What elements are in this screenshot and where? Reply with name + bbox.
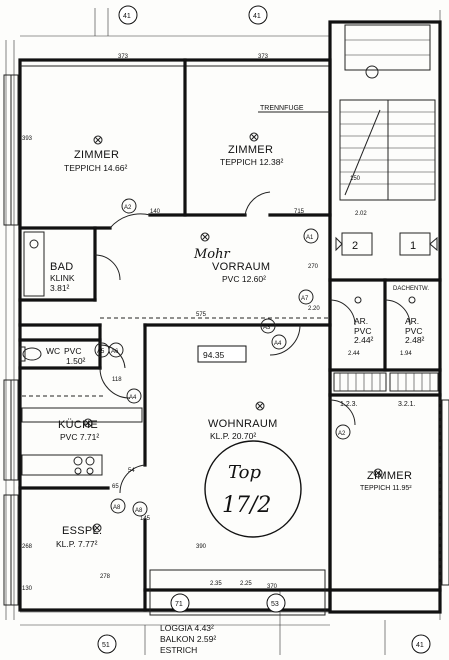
- windows: [3, 74, 449, 606]
- loggia-line2: BALKON 2.59²: [160, 634, 216, 644]
- shaft-hatches: [22, 317, 441, 588]
- stair-box-1: 1: [410, 240, 416, 252]
- zimmer3-name: ZIMMER: [367, 470, 412, 482]
- trennfuge-label: TRENNFUGE: [260, 105, 304, 112]
- marker-label: A6: [111, 349, 119, 355]
- doors: [94, 191, 411, 494]
- dimension-label: 2.44: [348, 351, 360, 357]
- esspl-detail: KL.P. 7.77²: [56, 539, 98, 549]
- dimension-label: 575: [196, 312, 207, 318]
- dachentw-label: DACHENTW.: [393, 286, 429, 292]
- top-line1: Top: [228, 462, 261, 483]
- marker-label: A2: [338, 431, 346, 437]
- ar1-detail1: PVC: [354, 326, 371, 336]
- dimension-label: 370: [267, 584, 278, 590]
- esspl-name: ESSPL.: [62, 525, 102, 537]
- dimension-label: 373: [118, 54, 129, 60]
- wc-name: WC: [46, 346, 60, 356]
- vorraum-detail: PVC 12.60²: [222, 274, 266, 284]
- axis-label: 53: [271, 601, 279, 608]
- zimmer2-detail: TEPPICH 12.38²: [220, 157, 283, 167]
- wc-detail1: PVC: [64, 346, 81, 356]
- dimension-label: 2.20: [308, 306, 320, 312]
- dimension-label: 130: [22, 586, 33, 592]
- ar2-detail2: 2.48²: [405, 335, 425, 345]
- dimension-label: 118: [112, 377, 122, 383]
- dimension-label: 268: [22, 544, 33, 550]
- ar2-name: AR.: [405, 316, 419, 326]
- bad-detail1: KLINK: [50, 273, 75, 283]
- marker-label: A3: [263, 325, 271, 331]
- dimension-label: 2.25: [240, 581, 252, 587]
- staircase: [339, 24, 436, 201]
- marker-label: A1: [306, 235, 314, 241]
- axis-label: 51: [102, 642, 110, 649]
- stair-numbers-left: 1.2.3.: [340, 401, 358, 408]
- ar1-name: AR.: [354, 316, 368, 326]
- dimension-lines: [5, 8, 441, 655]
- top-line2: 17/2: [222, 493, 271, 518]
- bad-name: BAD: [50, 261, 74, 273]
- dimension-label: 393: [22, 136, 33, 142]
- axis-markers: [97, 5, 431, 654]
- walls: [18, 20, 442, 616]
- stair-numbers-right: 3.2.1.: [398, 401, 416, 408]
- level-box: [197, 345, 247, 363]
- dimension-label: 373: [258, 54, 269, 60]
- ar2-detail1: PVC: [405, 326, 422, 336]
- marker-label: A8: [113, 505, 121, 511]
- stair-boxes: [335, 232, 438, 256]
- zimmer1-name: ZIMMER: [74, 149, 119, 161]
- dimension-label: 278: [100, 574, 111, 580]
- axis-label: 41: [123, 13, 131, 20]
- axis-label: 41: [253, 13, 261, 20]
- bad-detail2: 3.81²: [50, 283, 70, 293]
- stair-box-2: 2: [352, 240, 358, 252]
- marker-label: A4: [274, 341, 282, 347]
- dimension-label: 1.94: [400, 351, 412, 357]
- dimension-label: 145: [140, 516, 151, 522]
- dimension-label: 2.02: [355, 211, 367, 217]
- vorraum-name: VORRAUM: [212, 261, 270, 273]
- wohnraum-detail: KL.P. 20.70²: [210, 431, 256, 441]
- dimension-label: 2.35: [210, 581, 222, 587]
- kueche-name: KÜCHE: [58, 419, 98, 431]
- dimension-label: 65: [112, 484, 119, 490]
- top-ring: [204, 440, 302, 538]
- zimmer1-detail: TEPPICH 14.66²: [64, 163, 127, 173]
- loggia-line1: LOGGIA 4.43²: [160, 623, 214, 633]
- kueche-detail: PVC 7.71²: [60, 432, 99, 442]
- dimension-label: 140: [150, 209, 161, 215]
- dimension-label: 150: [350, 176, 361, 182]
- ar1-detail2: 2.44²: [354, 335, 374, 345]
- dimension-label: 715: [294, 209, 305, 215]
- dimension-label: 390: [196, 544, 207, 550]
- zimmer2-name: ZIMMER: [228, 144, 273, 156]
- dimension-label: 54: [128, 468, 135, 474]
- axis-label: 71: [175, 601, 183, 608]
- marker-label: A5: [97, 349, 105, 355]
- section-markers: [94, 198, 351, 517]
- wc-detail2: 1.50²: [66, 356, 86, 366]
- marker-label: A8: [135, 508, 143, 514]
- axis-label: 41: [416, 642, 424, 649]
- level-value: 94.35: [203, 350, 225, 360]
- marker-label: A7: [301, 296, 309, 302]
- zimmer3-detail: TEPPICH 11.95²: [360, 485, 412, 492]
- dimension-label: 270: [308, 264, 319, 270]
- marker-label: A4: [129, 395, 137, 401]
- wohnraum-name: WOHNRAUM: [208, 418, 278, 430]
- loggia-line3: ESTRICH: [160, 645, 197, 655]
- fixtures: [19, 132, 416, 612]
- mohr-note: Mohr: [193, 247, 231, 262]
- marker-label: A2: [124, 205, 132, 211]
